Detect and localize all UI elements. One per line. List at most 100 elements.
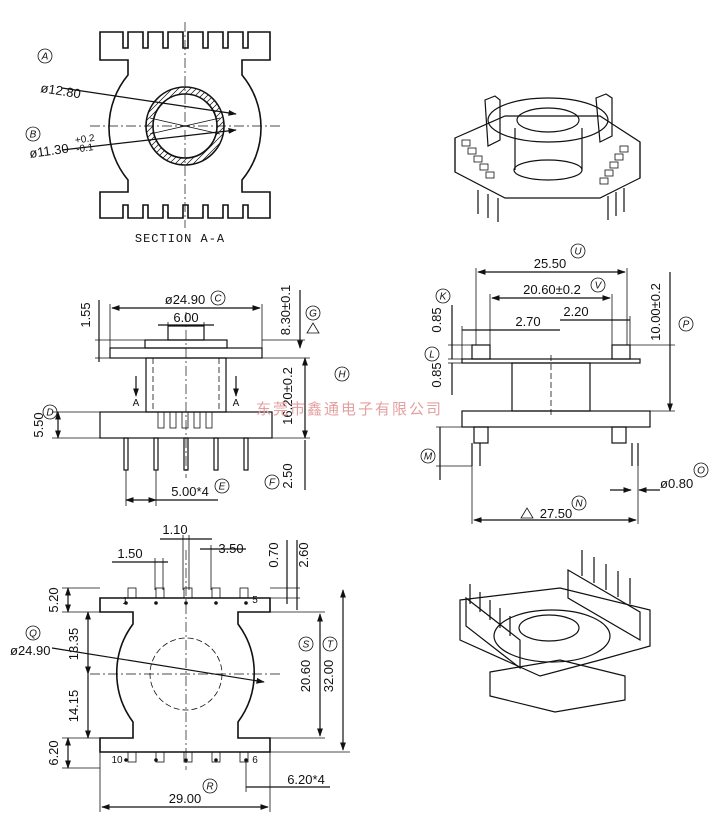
bottom-pin-dot [184,758,188,762]
balloon-q [25,625,41,641]
balloon-k [435,288,451,304]
dim-side-pin-dia: ø0.80 [660,476,693,491]
svg-text:U: U [574,247,582,258]
balloon-j [590,277,606,293]
bottom-tooth [155,751,165,763]
front-base-slots [157,411,213,429]
dim-section-inner-tol-plus: +0.2 [74,133,96,147]
warning-triangle-icon [306,322,320,334]
bottom-pin-dot [214,758,218,762]
pin-label-1: 1 [122,596,128,607]
section-mark-left: A [133,398,140,409]
dim-side-27-50: 27.50 [540,506,573,521]
bottom-pin-dot [124,601,128,605]
iso-tooth [604,169,614,177]
bottom-pin-dot [244,601,248,605]
svg-text:M: M [424,452,433,463]
svg-text:O: O [697,466,705,477]
front-slot [181,411,189,429]
iso-tooth [461,139,471,147]
front-pin [213,437,219,471]
dim-front-8-30: 8.30±0.1 [278,285,293,336]
balloon-o [693,462,709,478]
svg-text:N: N [575,499,583,510]
bottom-teeth [124,587,249,763]
svg-text:S: S [303,640,310,651]
iso-tooth [614,153,624,161]
iso-bottom-pins [469,550,631,636]
dim-bottom-1-10: 1.10 [162,522,187,537]
dim-front-flange-dia: ø24.90 [165,292,205,307]
svg-text:C: C [214,294,222,305]
balloon-l [424,346,440,362]
dim-front-5-50: 5.50 [31,412,46,437]
dim-side-20-60: 20.60±0.2 [523,282,581,297]
dim-front-2-50: 2.50 [280,463,295,488]
bottom-tooth [183,587,193,599]
bottom-tooth [239,751,249,763]
dim-section-inner-dia: ø11.30 +0.2 -0.1 [28,133,96,161]
section-title: SECTION A-A [135,232,225,246]
bottom-pin-dot [154,601,158,605]
bottom-tooth [239,587,249,599]
bottom-outline [99,597,271,753]
bottom-dia-leader [51,647,265,684]
dim-bottom-pitch: 6.20*4 [287,772,325,787]
bottom-pin-dot [124,758,128,762]
svg-text:P: P [683,320,690,331]
isometric-view-bottom [459,550,651,713]
front-slot [169,411,177,429]
side-view: 25.50 U 20.60±0.2 V 2.70 2.20 0.85 K 0.8… [420,243,709,524]
dim-bottom-2-60: 2.60 [296,542,311,567]
watermark-text: 东莞市鑫通电子有限公司 [256,400,443,418]
balloon-d [42,404,58,420]
iso-top-bore [516,107,580,133]
iso-tooth [485,171,495,179]
svg-text:T: T [327,640,334,651]
dim-bottom-1-50: 1.50 [117,546,142,561]
balloon-m [420,448,436,464]
dim-bottom-dia: ø24.90 [10,643,50,658]
section-leader-a [61,87,237,116]
section-flange-outline [99,31,271,219]
svg-text:K: K [440,292,448,303]
svg-text:E: E [219,482,226,493]
front-pin [123,437,129,471]
section-mark-right: A [233,398,240,409]
hatch-line [146,87,181,165]
section-leader-b [61,127,237,151]
balloon-a-letter: A [41,52,49,63]
balloon-e [214,478,230,494]
dim-front-16-20: 16.20±0.2 [280,367,295,425]
dim-bottom-5-20: 5.20 [46,587,61,612]
iso-tooth [479,163,489,171]
front-pin [243,437,249,471]
dim-bottom-20-60: 20.60 [298,660,313,693]
balloon-i [570,243,586,259]
bottom-pin-dot [214,601,218,605]
pin-label-10: 10 [111,755,123,766]
iso-bottom-pin-wall-right [567,568,641,642]
balloon-s [298,636,314,652]
iso-bottom-flange [493,609,611,663]
dim-side-2-70: 2.70 [515,314,540,329]
balloon-b-letter: B [30,130,37,141]
section-dia-line-2 [149,117,221,135]
bottom-tooth [127,587,137,599]
iso-tooth [609,161,619,169]
dim-section-inner-tol-minus: -0.1 [76,142,95,155]
iso-top-post-left [484,95,501,147]
balloon-h [334,366,350,382]
balloon-f [264,474,280,490]
iso-bottom-flange-2 [489,659,626,713]
balloon-r [202,778,218,794]
svg-text:V: V [595,281,603,292]
balloon-n [571,495,587,511]
bottom-tooth [155,587,165,599]
hatch-line [185,87,224,165]
dim-side-0-85-top: 0.85 [429,307,444,332]
iso-top-pins [477,188,625,222]
side-post-left [471,344,491,360]
svg-text:G: G [309,309,317,320]
iso-bottom-bore [518,614,580,642]
